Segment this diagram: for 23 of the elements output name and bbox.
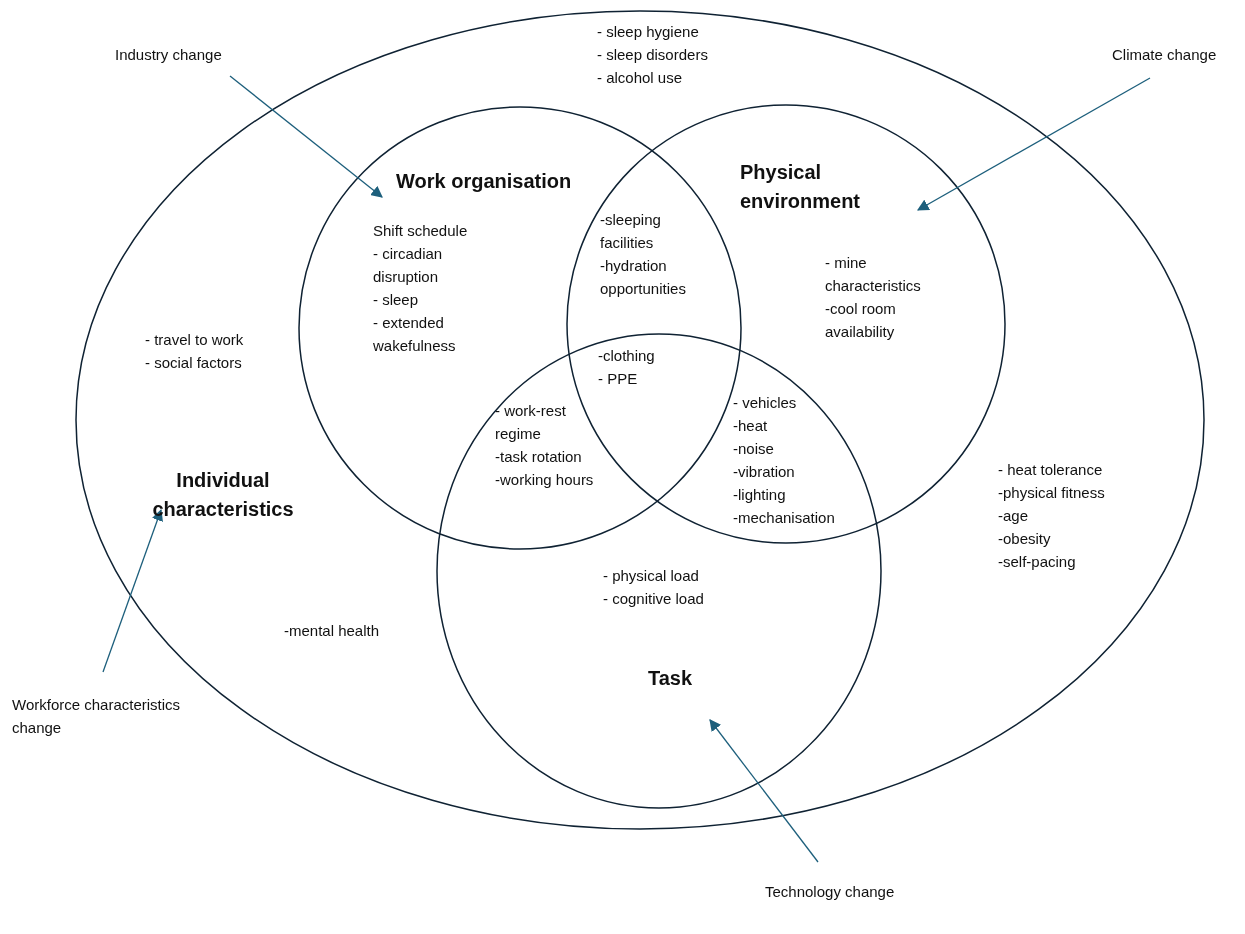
factor-list: Shift schedule - circadian disruption - sleep - extended wakefulness xyxy=(373,219,481,357)
arrow xyxy=(917,77,1151,211)
heading: Individual characteristics xyxy=(151,468,295,522)
factor-list: -clothing - PPE xyxy=(598,344,698,390)
arrow xyxy=(229,75,383,198)
driver-label: Industry change xyxy=(115,43,275,66)
driver-label: Climate change xyxy=(1112,43,1245,66)
factor-list: - travel to work - social factors xyxy=(145,328,305,374)
factor-list: -mental health xyxy=(284,619,444,642)
driver-label: Technology change xyxy=(765,880,935,903)
factor-list: - mine characteristics -cool room availability xyxy=(825,251,965,343)
factor-list: - sleep hygiene - sleep disorders - alcohol use xyxy=(597,20,797,89)
arrow xyxy=(102,508,163,673)
factor-list: - vehicles -heat -noise -vibration -lighting -mechanisation xyxy=(733,391,873,529)
heading: Task xyxy=(646,666,694,691)
heading: Work organisation xyxy=(396,169,572,194)
heading: Physical environment xyxy=(740,160,862,214)
driver-label: Workforce characteristics change xyxy=(12,693,212,739)
factor-list: -sleeping facilities -hydration opportunities xyxy=(600,208,700,300)
arrow xyxy=(709,719,819,863)
factor-list: - work-rest regime -task rotation -working hours xyxy=(495,399,615,491)
factor-list: - heat tolerance -physical fitness -age -obesity -self-pacing xyxy=(998,458,1168,573)
factor-list: - physical load - cognitive load xyxy=(603,564,753,610)
